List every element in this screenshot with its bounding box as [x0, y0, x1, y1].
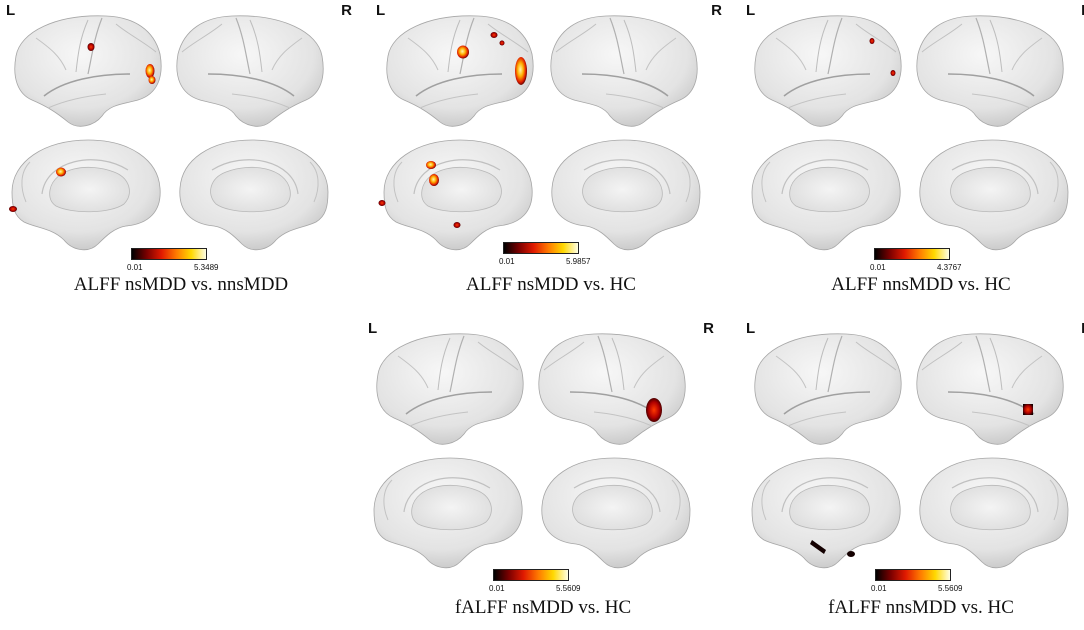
panel-title: ALFF nsMDD vs. nnsMDD: [73, 274, 289, 295]
panel-alff-nsmdd-vs-hc: L R 0.01 5.9857 ALFF nsMDD vs. HC: [370, 0, 732, 312]
panel-title: fALFF nnsMDD vs. HC: [828, 597, 1014, 618]
brain-views: [378, 15, 701, 251]
activation-cluster: [646, 398, 662, 422]
hemisphere-label-left: L: [6, 2, 16, 19]
left-lateral-surface: [13, 15, 162, 128]
activation-cluster: [429, 174, 439, 186]
right-lateral-surface: [176, 15, 325, 128]
brain-views: [9, 15, 329, 251]
left-medial-surface: [11, 139, 161, 251]
hemisphere-label-left: L: [368, 320, 378, 337]
activation-cluster: [1023, 404, 1033, 415]
panel-title: ALFF nnsMDD vs. HC: [831, 274, 1011, 295]
activation-cluster: [490, 32, 498, 38]
right-medial-surface: [541, 457, 691, 569]
activation-cluster: [9, 206, 17, 212]
brain-views: [751, 333, 1069, 569]
colorbar-min-label: 0.01: [871, 584, 887, 593]
colorbar: [875, 569, 951, 581]
colorbar-max-label: 5.9857: [566, 257, 591, 266]
right-medial-surface: [919, 457, 1069, 569]
colorbar: [493, 569, 569, 581]
activation-cluster: [426, 161, 436, 169]
activation-cluster: [378, 200, 386, 206]
right-lateral-surface: [538, 333, 687, 446]
hemisphere-label-left: L: [746, 320, 756, 337]
left-lateral-surface: [385, 15, 534, 128]
hemisphere-label-left: L: [746, 2, 756, 19]
colorbar-min-label: 0.01: [870, 263, 886, 272]
activation-cluster: [890, 70, 896, 76]
colorbar-min-label: 0.01: [127, 263, 143, 272]
hemisphere-label-right: R: [703, 320, 714, 337]
right-lateral-surface: [916, 15, 1065, 128]
activation-cluster: [145, 64, 155, 78]
colorbar: [503, 242, 579, 254]
hemisphere-label-left: L: [376, 2, 386, 19]
activation-cluster: [847, 551, 855, 557]
left-lateral-surface: [753, 15, 902, 128]
activation-cluster: [457, 45, 469, 59]
activation-cluster: [148, 76, 156, 84]
right-medial-surface: [179, 139, 329, 251]
colorbar: [131, 248, 207, 260]
activation-cluster: [869, 38, 875, 44]
colorbar: [874, 248, 950, 260]
right-lateral-surface: [550, 15, 699, 128]
activation-cluster: [453, 222, 461, 228]
brain-views: [373, 333, 691, 569]
activation-cluster: [810, 540, 826, 554]
activation-cluster: [87, 43, 95, 51]
colorbar-min-label: 0.01: [489, 584, 505, 593]
right-lateral-surface: [916, 333, 1065, 446]
hemisphere-label-right: R: [711, 2, 722, 19]
panel-falff-nsmdd-vs-hc: L R 0.01 5.5609 fALFF nsMDD vs. HC: [362, 318, 724, 630]
left-medial-surface: [751, 139, 901, 251]
activation-cluster: [499, 40, 505, 46]
left-medial-surface: [751, 457, 901, 569]
hemisphere-label-right: R: [1081, 320, 1084, 337]
panel-title: ALFF nsMDD vs. HC: [466, 274, 636, 295]
activation-cluster: [56, 167, 66, 177]
left-medial-surface: [373, 457, 523, 569]
activation-cluster: [515, 57, 527, 85]
hemisphere-label-right: R: [341, 2, 352, 19]
panel-alff-nsmdd-vs-nnsmdd: L R 0.01 5.3489 ALFF nsMDD vs. nnsMDD: [0, 0, 362, 312]
right-medial-surface: [551, 139, 701, 251]
colorbar-max-label: 5.5609: [938, 584, 963, 593]
colorbar-min-label: 0.01: [499, 257, 515, 266]
hemisphere-label-right: R: [1081, 2, 1084, 19]
right-medial-surface: [919, 139, 1069, 251]
panel-title: fALFF nsMDD vs. HC: [454, 597, 632, 618]
left-lateral-surface: [375, 333, 524, 446]
panel-falff-nnsmdd-vs-hc: L R 0.01 5.5609 fALFF nnsMDD vs. HC: [740, 318, 1084, 630]
left-lateral-surface: [753, 333, 902, 446]
colorbar-max-label: 5.5609: [556, 584, 581, 593]
colorbar-max-label: 4.3767: [937, 263, 962, 272]
brain-views: [751, 15, 1069, 251]
left-medial-surface: [383, 139, 533, 251]
colorbar-max-label: 5.3489: [194, 263, 219, 272]
panel-alff-nnsmdd-vs-hc: L R 0.01 4.3767 ALFF nnsMDD vs. HC: [740, 0, 1084, 312]
